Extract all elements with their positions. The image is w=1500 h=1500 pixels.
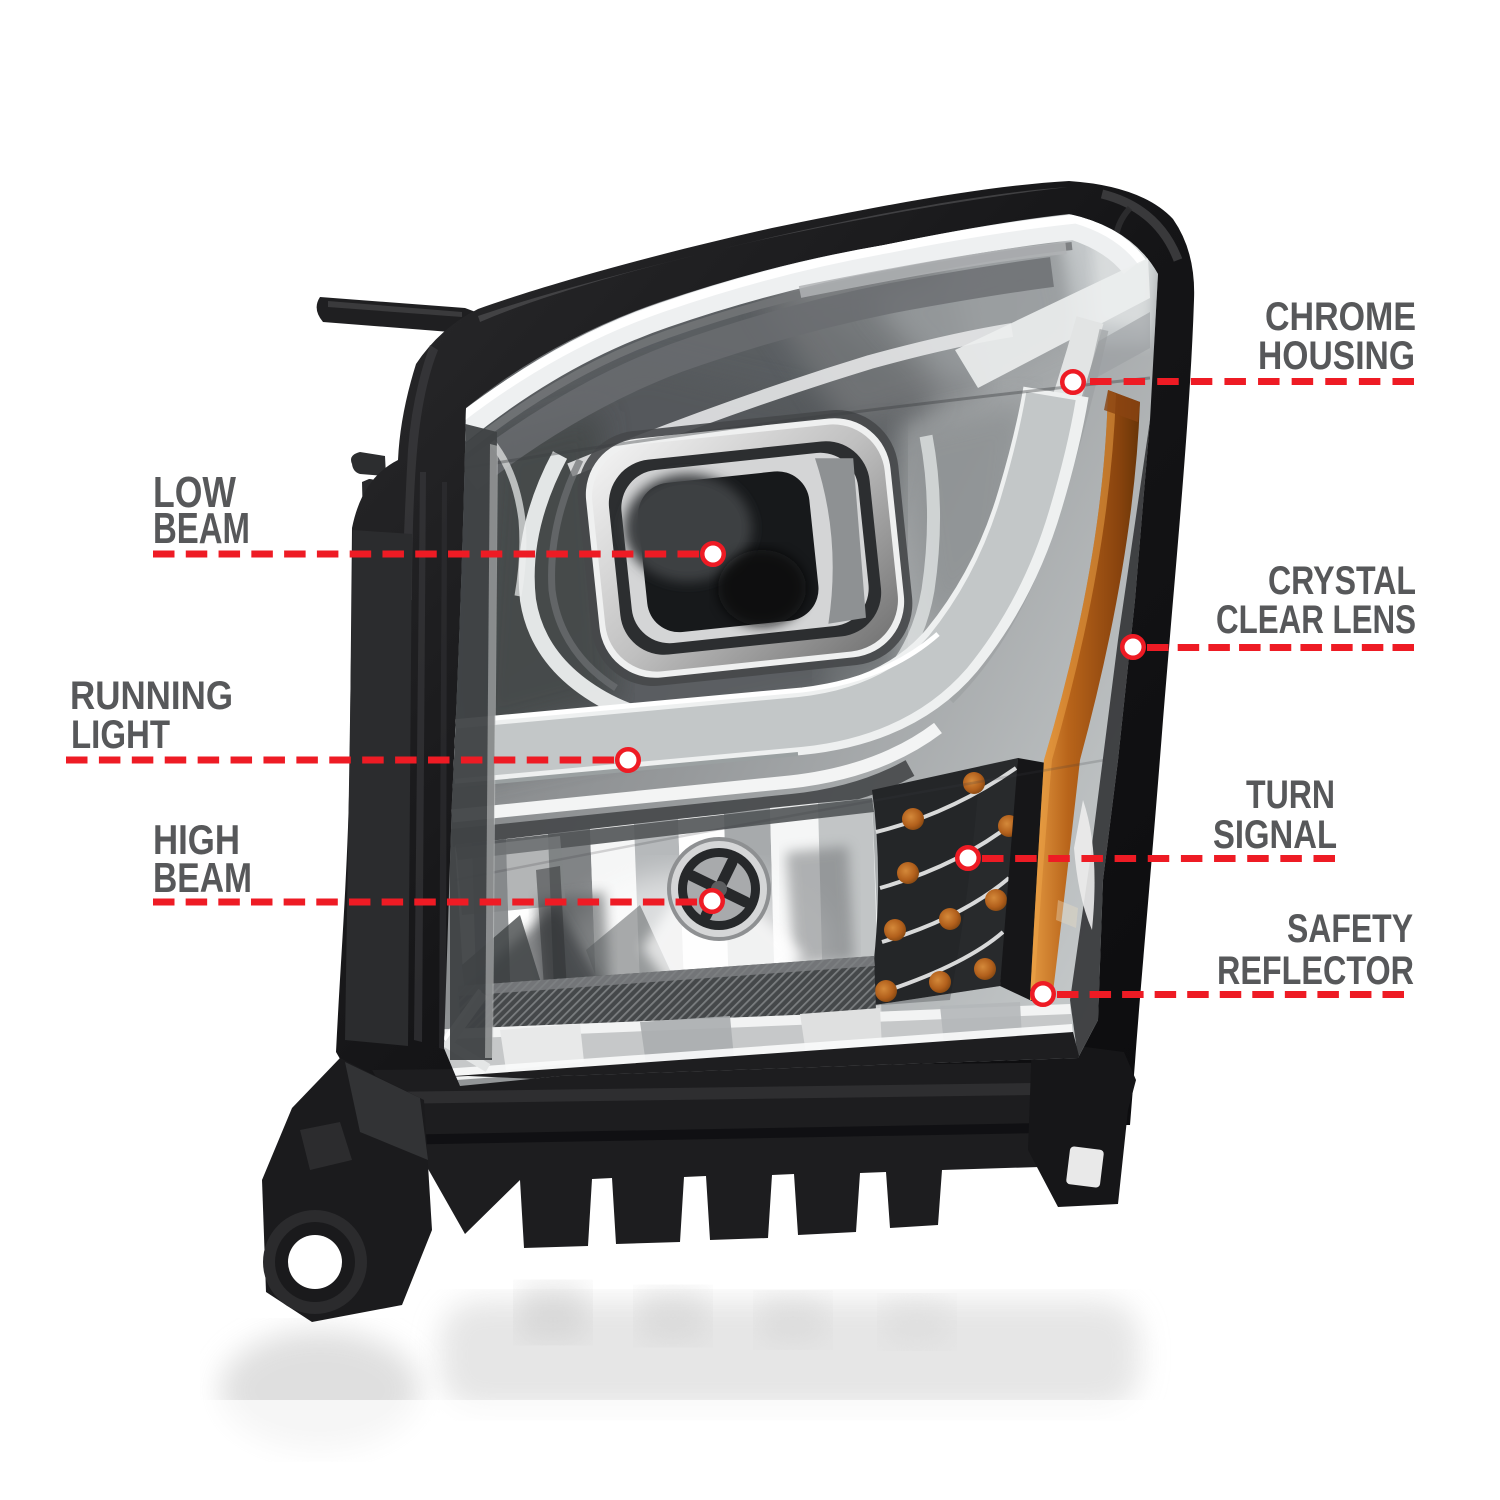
svg-text:TURN: TURN bbox=[1246, 773, 1335, 817]
svg-text:BEAM: BEAM bbox=[153, 504, 250, 553]
svg-text:CLEAR LENS: CLEAR LENS bbox=[1216, 598, 1416, 642]
svg-text:HOUSING: HOUSING bbox=[1258, 334, 1415, 378]
svg-text:RUNNING: RUNNING bbox=[70, 674, 233, 718]
svg-text:LIGHT: LIGHT bbox=[71, 713, 170, 757]
svg-text:SIGNAL: SIGNAL bbox=[1213, 813, 1337, 857]
svg-text:BEAM: BEAM bbox=[153, 854, 252, 901]
svg-text:CRYSTAL: CRYSTAL bbox=[1268, 559, 1416, 603]
svg-text:HIGH: HIGH bbox=[153, 816, 240, 863]
svg-text:CHROME: CHROME bbox=[1265, 295, 1416, 339]
svg-text:LOW: LOW bbox=[153, 468, 236, 517]
svg-text:REFLECTOR: REFLECTOR bbox=[1217, 949, 1414, 993]
svg-text:SAFETY: SAFETY bbox=[1287, 907, 1413, 951]
